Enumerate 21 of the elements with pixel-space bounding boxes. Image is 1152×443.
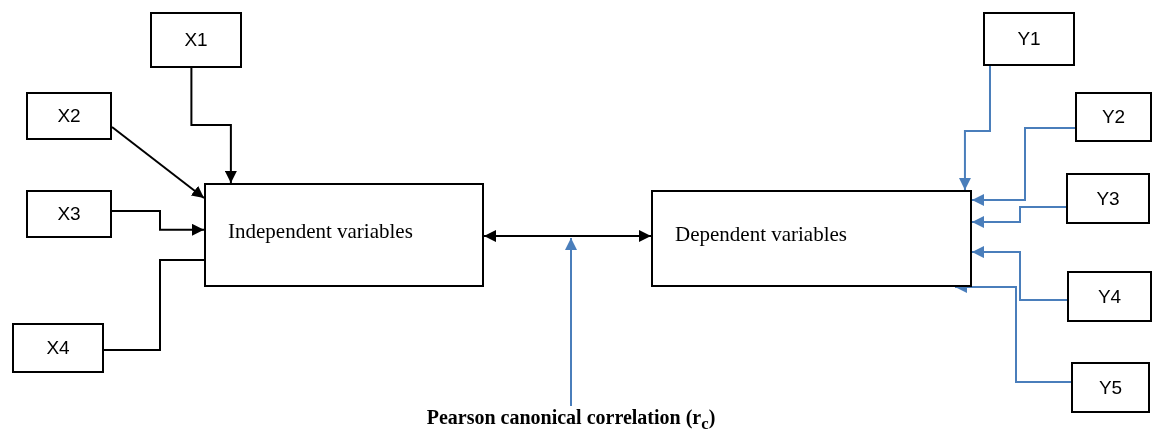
arrow	[483, 230, 652, 243]
variable-box: X3	[26, 190, 112, 238]
arrow	[971, 246, 1068, 302]
caption-text: Pearson canonical correlation (r$_{c}$)	[330, 406, 812, 438]
arrow	[971, 127, 1076, 206]
arrow	[111, 210, 205, 236]
arrow	[190, 67, 237, 184]
arrow	[971, 206, 1067, 228]
variable-box: Y5	[1071, 362, 1150, 413]
variable-box: X4	[12, 323, 104, 373]
arrow	[958, 65, 991, 191]
variable-box: Dependent variables	[651, 190, 972, 287]
variable-box: Y3	[1066, 173, 1150, 224]
pointer-arrow	[565, 237, 577, 407]
variable-box: X2	[26, 92, 112, 140]
variable-box: Y4	[1067, 271, 1152, 322]
variable-box: X1	[150, 12, 242, 68]
variable-box: Independent variables	[204, 183, 484, 287]
variable-box: Y2	[1075, 92, 1152, 142]
variable-box: Y1	[983, 12, 1075, 66]
arrow	[111, 126, 205, 199]
